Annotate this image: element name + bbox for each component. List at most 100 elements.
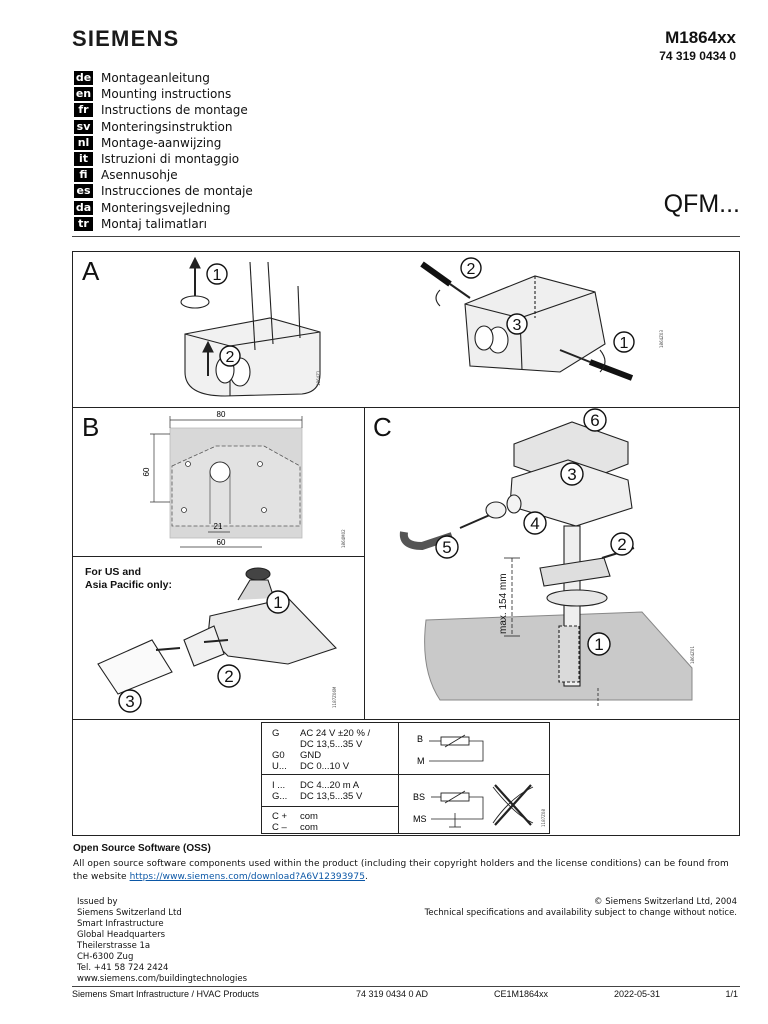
dimension-hole: 21 — [214, 522, 223, 531]
language-title: Istruzioni di montaggio — [101, 152, 240, 167]
step-number: 3 — [513, 317, 522, 334]
step-marker: 1 — [266, 590, 290, 614]
language-title: Instructions de montage — [101, 103, 248, 118]
footer-ce: CE1M1864xx — [494, 989, 549, 999]
footer-date: 2022-05-31 — [614, 989, 661, 999]
footer-company: Siemens Smart Infrastructure / HVAC Prod… — [72, 989, 259, 999]
copyright-block: © Siemens Switzerland Ltd, 2004 Technica… — [425, 897, 737, 919]
terminal-description: com — [300, 822, 318, 833]
language-item: da Monteringsvejledning — [74, 200, 253, 216]
step-marker: 1 — [613, 331, 635, 353]
step-marker: 5 — [435, 535, 459, 559]
issued-line: Smart Infrastructure — [77, 919, 164, 929]
wiring-row: C + com — [262, 811, 318, 822]
step-number: 1 — [620, 335, 629, 352]
figure-code: 1864Z01 — [690, 646, 695, 664]
language-item: tr Montaj talimatları — [74, 216, 253, 232]
step-number: 1 — [213, 267, 222, 284]
figure-c-duct-mounting: max. 154 mm 6 3 4 5 2 1 1864Z01 — [399, 408, 695, 708]
step-marker: 3 — [560, 462, 584, 486]
step-number: 1 — [594, 635, 603, 654]
figure-code: 1864Z1 — [316, 370, 321, 386]
siemens-logo: SIEMENS — [72, 26, 180, 51]
terminal-description: AC 24 V ±20 % / — [300, 728, 371, 739]
wiring-row: U... DC 0...10 V — [262, 761, 349, 772]
doc-number: 74 319 0434 0 — [659, 49, 736, 63]
step-marker: 3 — [118, 689, 142, 713]
step-number: 3 — [125, 692, 134, 711]
oss-title: Open Source Software (OSS) — [73, 843, 211, 854]
figure-code: 1187Z08 — [541, 809, 546, 827]
step-marker: 2 — [217, 664, 241, 688]
figure-frame — [72, 251, 740, 836]
header-divider — [72, 236, 740, 237]
panel-label-a: A — [82, 256, 100, 286]
language-code: nl — [74, 135, 93, 150]
us-asia-note: For US and Asia Pacific only: — [85, 566, 172, 592]
language-title: Montaj talimatları — [101, 216, 207, 231]
step-number: 3 — [567, 465, 576, 484]
oss-paragraph: All open source software components used… — [73, 858, 739, 884]
terminal-symbol: U... — [272, 761, 287, 772]
terminal-symbol: C + — [272, 811, 288, 822]
terminal-description: DC 4...20 m A — [300, 780, 360, 791]
copyright-line: © Siemens Switzerland Ltd, 2004 — [594, 897, 737, 907]
step-number: 6 — [590, 411, 599, 430]
wiring-row: I ... DC 4...20 m A — [262, 780, 359, 791]
language-code: fr — [74, 103, 93, 118]
step-marker: 1 — [206, 263, 228, 285]
language-item: fr Instructions de montage — [74, 102, 253, 118]
terminal-description: DC 13,5...35 V — [300, 739, 363, 750]
wiring-separator — [398, 723, 399, 833]
panel-divider-bc — [364, 407, 365, 719]
issued-line: CH-6300 Zug — [77, 952, 134, 962]
step-number: 2 — [226, 349, 235, 366]
figure-code: 1187Z06M — [332, 686, 337, 708]
terminal-bs: BS — [413, 792, 425, 802]
figure-code: 1864Z03 — [659, 330, 664, 348]
figure-b-dimensions: 80 60 21 60 1864M02 — [142, 410, 346, 548]
language-title: Montageanleitung — [101, 71, 210, 86]
figure-a-housing: 1 2 1864Z1 — [180, 256, 321, 397]
language-title: Monteringsvejledning — [101, 200, 231, 215]
issued-line: Issued by — [77, 897, 118, 907]
step-number: 5 — [442, 538, 451, 557]
oss-text-end: . — [365, 872, 368, 882]
language-code: sv — [74, 119, 93, 134]
step-number: 2 — [467, 261, 476, 278]
dimension-height: 60 — [142, 467, 151, 476]
language-code: es — [74, 184, 93, 199]
terminal-symbol: I ... — [272, 780, 286, 791]
us-note-line: For US and — [85, 566, 142, 578]
step-marker: 3 — [506, 313, 528, 335]
us-note-line: Asia Pacific only: — [85, 579, 172, 591]
sensor-wiring-schematic: B M BS MS 1187Z08 — [413, 734, 546, 828]
language-code: tr — [74, 216, 93, 231]
terminal-description: com — [300, 811, 318, 822]
wiring-row: G...DC 13,5...35 V — [262, 791, 362, 802]
issued-website[interactable]: www.siemens.com/buildingtechnologies — [77, 974, 248, 984]
language-title: Asennusohje — [101, 168, 178, 183]
wiring-separator — [262, 774, 549, 775]
step-marker: 2 — [460, 257, 482, 279]
language-title: Montage-aanwijzing — [101, 135, 222, 150]
panel-divider-wiring — [72, 719, 740, 720]
figure-a-screwdriver: 2 3 1 1864Z03 — [420, 257, 664, 381]
disclaimer-line: Technical specifications and availabilit… — [424, 908, 737, 918]
language-title: Instrucciones de montaje — [101, 184, 253, 199]
terminal-description: DC 0...10 V — [300, 761, 350, 772]
language-title: Mounting instructions — [101, 87, 232, 102]
language-code: de — [74, 71, 93, 86]
panel-divider-a — [72, 407, 740, 408]
language-code: da — [74, 200, 93, 215]
terminal-symbol: G0 — [272, 750, 285, 761]
oss-link[interactable]: https://www.siemens.com/download?A6V1239… — [129, 872, 366, 882]
terminal-b: B — [417, 734, 423, 744]
wiring-row: G0 GND — [262, 750, 321, 761]
terminal-description: GND — [300, 750, 322, 761]
